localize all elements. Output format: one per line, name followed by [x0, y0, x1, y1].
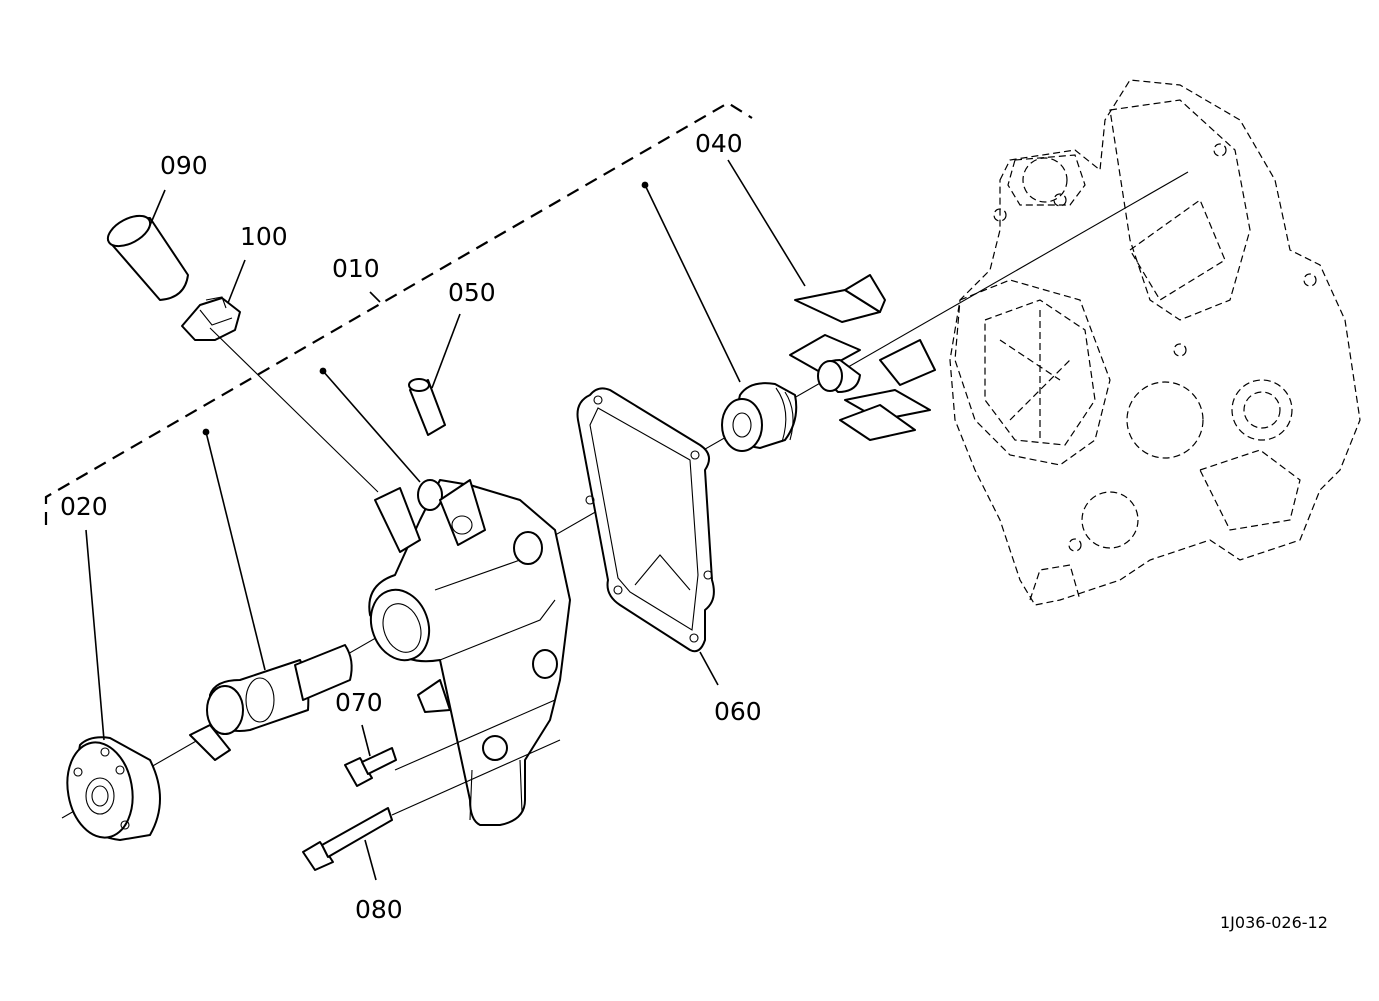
callout-070: 070 [335, 688, 383, 717]
leader-lines [85, 159, 806, 881]
callout-020: 020 [60, 492, 108, 521]
mechanical-seal [721, 382, 798, 452]
part-100-clamp [181, 296, 241, 341]
dot-marker [202, 428, 210, 436]
part-080-bolt [302, 807, 393, 871]
callout-080: 080 [355, 895, 403, 924]
assembly-bracket [44, 101, 753, 525]
dot-marker [319, 367, 327, 375]
figure-code: 1J036-026-12 [1220, 913, 1328, 932]
callout-100: 100 [240, 222, 288, 251]
part-060-gasket [576, 387, 715, 653]
callout-090: 090 [160, 151, 208, 180]
part-010-pump-body [368, 479, 571, 826]
part-070-bolt [344, 747, 397, 787]
callout-050: 050 [448, 278, 496, 307]
callout-010: 010 [332, 254, 380, 283]
part-020-flange [66, 736, 161, 841]
shaft-bearing [189, 644, 353, 761]
part-050-tube [408, 378, 446, 436]
callout-040: 040 [695, 129, 743, 158]
engine-block [949, 79, 1361, 606]
callout-060: 060 [714, 697, 762, 726]
dot-marker [641, 181, 649, 189]
part-090-cap [106, 214, 189, 301]
part-040-impeller [789, 274, 936, 441]
